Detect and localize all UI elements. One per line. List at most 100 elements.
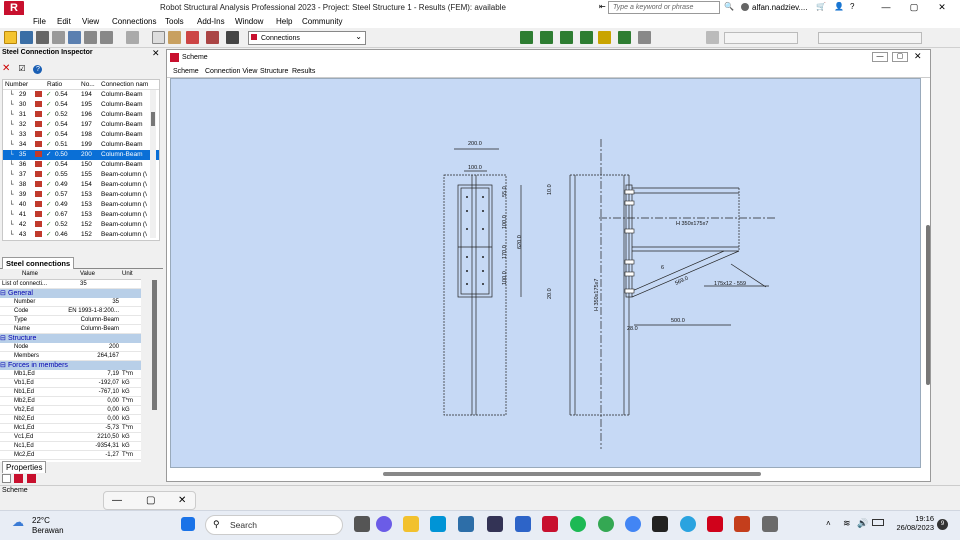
undo-icon[interactable] [84, 31, 97, 44]
popup-maximize-icon[interactable]: ▢ [146, 495, 156, 506]
app-2-icon[interactable] [458, 516, 474, 532]
menu-view[interactable]: View [82, 17, 100, 26]
taskview-icon[interactable] [354, 516, 370, 532]
powerpoint-icon[interactable] [734, 516, 750, 532]
tab-scheme[interactable]: Scheme [173, 68, 199, 75]
spotify-icon[interactable] [570, 516, 586, 532]
connection-tool-2-icon[interactable] [540, 31, 553, 44]
view-icon[interactable] [186, 31, 199, 44]
maximize-button[interactable]: ▢ [909, 2, 919, 12]
menu-window[interactable]: Window [235, 17, 264, 26]
zoom-window-icon[interactable] [168, 31, 181, 44]
file-explorer-icon[interactable] [403, 516, 419, 532]
app-l-icon[interactable] [430, 516, 446, 532]
menu-file[interactable]: File [33, 17, 46, 26]
tray-chevron-icon[interactable]: ˄ [826, 519, 831, 528]
menu-connections[interactable]: Connections [112, 17, 157, 26]
save-icon[interactable] [20, 31, 33, 44]
menu-tools[interactable]: Tools [165, 17, 184, 26]
filter-icon[interactable] [27, 474, 36, 483]
layout-icon[interactable] [226, 31, 239, 44]
user-name[interactable]: alfan.nadziev.... [752, 3, 808, 12]
tab-connection-view[interactable]: Connection View [205, 68, 258, 75]
prop-section-header[interactable]: General [0, 289, 141, 298]
connection-tool-7-icon[interactable] [638, 31, 651, 44]
snipping-icon[interactable] [762, 516, 778, 532]
cart-icon[interactable]: 🛒 [816, 2, 826, 11]
redo-icon[interactable] [100, 31, 113, 44]
terminal-icon[interactable] [652, 516, 668, 532]
weather-temp[interactable]: 22°C [32, 516, 50, 525]
user-account-icon[interactable]: 👤 [834, 2, 844, 11]
connection-tool-4-icon[interactable] [580, 31, 593, 44]
properties-scrollbar[interactable] [152, 280, 157, 410]
weather-icon[interactable]: ☁ [12, 515, 24, 529]
app-3-icon[interactable] [487, 516, 503, 532]
flag-icon[interactable] [14, 474, 23, 483]
tab-steel-connections[interactable]: Steel connections [2, 257, 75, 269]
meet-icon[interactable] [376, 516, 392, 532]
measure-icon[interactable] [706, 31, 719, 44]
zoom-icon[interactable] [152, 31, 165, 44]
grid-scrollbar[interactable] [150, 90, 156, 238]
close-button[interactable]: ✕ [938, 2, 946, 12]
print-icon[interactable] [36, 31, 49, 44]
chrome-icon[interactable] [598, 516, 614, 532]
inspector-close-icon[interactable]: ✕ [152, 48, 160, 58]
prop-list-row[interactable]: List of connecti... 35 [0, 280, 141, 289]
table-icon[interactable] [126, 31, 139, 44]
drawing-canvas[interactable]: 200.0 100.0 10.0 55.0 100.0 170.0 100.0 … [170, 78, 921, 468]
help-icon[interactable]: ? [850, 2, 855, 11]
canvas-vscroll[interactable] [926, 225, 930, 385]
tools-icon[interactable] [206, 31, 219, 44]
minimize-button[interactable]: — [881, 2, 891, 12]
scheme-close-button[interactable]: ✕ [914, 51, 922, 61]
unit-select-1[interactable] [724, 32, 798, 44]
search-icon[interactable]: 🔍 [724, 2, 734, 11]
menu-community[interactable]: Community [302, 17, 343, 26]
wifi-icon[interactable]: ≋ [843, 518, 851, 528]
edit-icon[interactable]: ☑ [18, 64, 26, 73]
connection-tool-1-icon[interactable] [520, 31, 533, 44]
search-input[interactable]: Type a keyword or phrase [608, 1, 720, 14]
tab-structure[interactable]: Structure [260, 68, 289, 75]
scheme-restore-button[interactable]: ▢ [892, 52, 908, 62]
start-icon[interactable] [181, 517, 195, 531]
pdf-icon[interactable] [707, 516, 723, 532]
chrome-2-icon[interactable] [625, 516, 641, 532]
info-icon[interactable]: ? [33, 65, 43, 74]
preview-icon[interactable] [52, 31, 65, 44]
col-number[interactable]: Number [5, 81, 29, 88]
scheme-minimize-button[interactable]: — [872, 52, 888, 62]
delete-icon[interactable]: ✕ [2, 63, 11, 74]
canvas-hscroll[interactable] [383, 472, 761, 476]
layout-select[interactable]: Connections [248, 31, 366, 45]
user-icon[interactable] [741, 3, 749, 11]
col-no[interactable]: No... [81, 81, 95, 88]
telegram-icon[interactable] [680, 516, 696, 532]
